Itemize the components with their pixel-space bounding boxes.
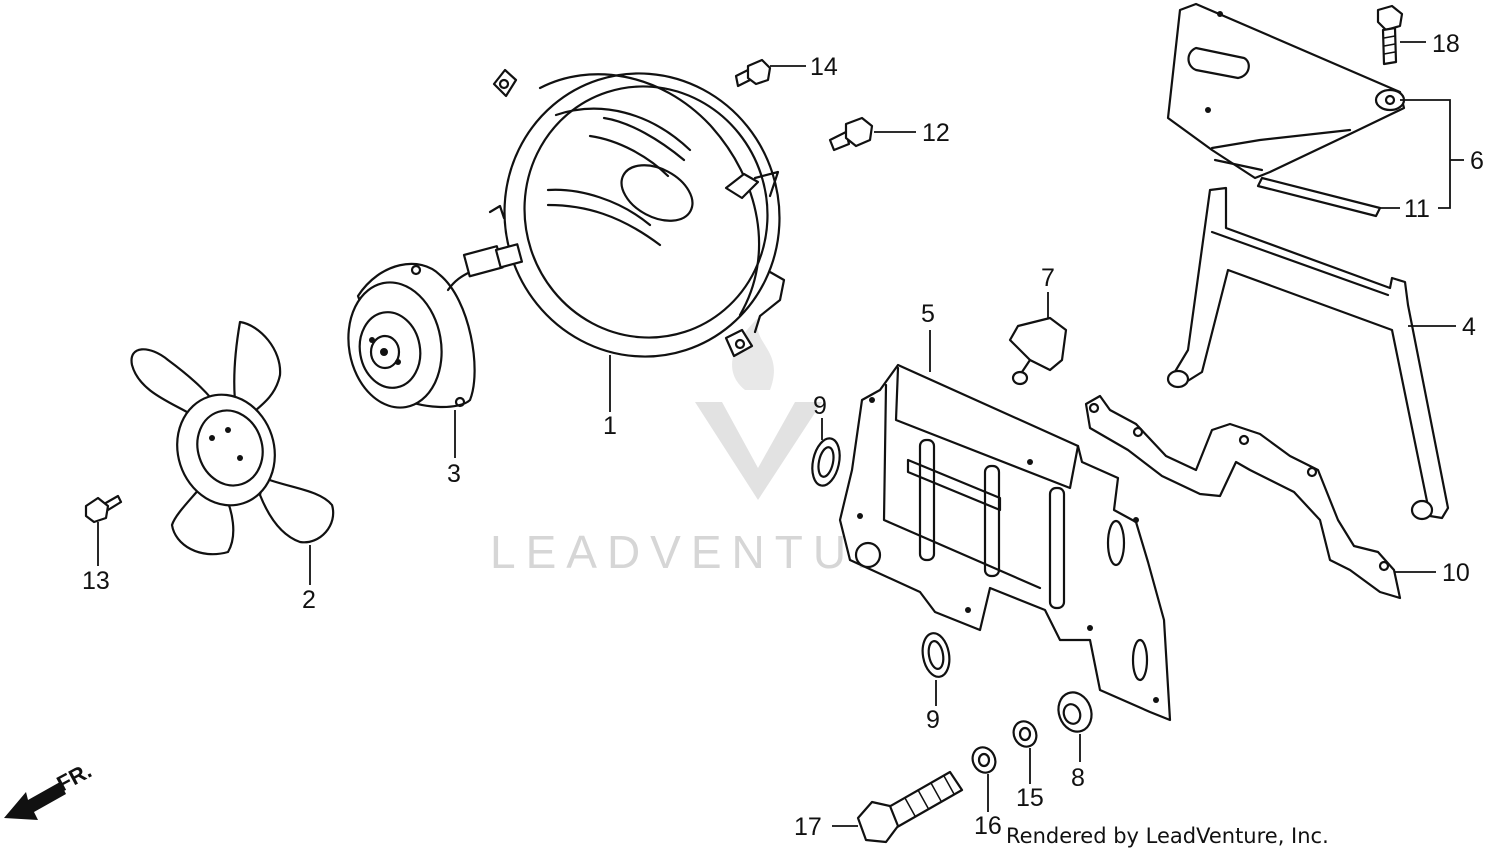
callout-8[interactable]: 8 (1071, 764, 1085, 792)
callout-18[interactable]: 18 (1432, 30, 1460, 58)
part-seal[interactable] (1084, 394, 1402, 600)
callout-16[interactable]: 16 (974, 812, 1002, 840)
callout-10[interactable]: 10 (1442, 559, 1470, 587)
callout-2[interactable]: 2 (302, 586, 316, 614)
part-grommet-lower[interactable] (919, 631, 952, 679)
part-long-bolt[interactable] (856, 770, 964, 844)
part-clip[interactable] (1008, 316, 1068, 386)
part-bolt-13[interactable] (84, 494, 123, 524)
callout-11[interactable]: 11 (1404, 195, 1430, 223)
callout-9-lower[interactable]: 9 (926, 706, 940, 734)
part-cover[interactable] (1166, 2, 1406, 180)
part-bolt-18[interactable] (1376, 4, 1404, 66)
arrow-icon (4, 782, 66, 820)
callouts: 1 2 3 4 5 6 7 8 9 9 10 11 12 13 14 15 16… (82, 30, 1484, 841)
callout-6[interactable]: 6 (1470, 147, 1484, 175)
watermark-logo-icon (695, 402, 822, 500)
front-direction-arrow: FR. (4, 758, 96, 820)
callout-7[interactable]: 7 (1041, 264, 1055, 292)
footer-credit: Rendered by LeadVenture, Inc. (1006, 824, 1329, 848)
callout-9-upper[interactable]: 9 (813, 392, 827, 420)
callout-4[interactable]: 4 (1462, 313, 1476, 341)
callout-leaders (97, 41, 1464, 827)
part-strip[interactable] (1256, 176, 1382, 218)
part-bracket[interactable] (1166, 186, 1450, 521)
part-washer-15[interactable] (1010, 718, 1041, 751)
callout-5[interactable]: 5 (921, 300, 935, 328)
part-fan-motor[interactable] (339, 243, 524, 415)
callout-13[interactable]: 13 (82, 567, 110, 595)
callout-14[interactable]: 14 (810, 53, 838, 81)
part-fan-blade[interactable] (130, 320, 335, 556)
callout-12[interactable]: 12 (922, 119, 950, 147)
callout-1[interactable]: 1 (603, 412, 617, 440)
part-fan-shroud[interactable] (468, 38, 816, 393)
callout-17[interactable]: 17 (794, 813, 822, 841)
part-rubber-mount[interactable] (1053, 688, 1097, 737)
part-bolt-12[interactable] (828, 116, 874, 152)
watermark-flame-icon (732, 318, 774, 390)
part-panel[interactable] (838, 363, 1172, 722)
callout-15[interactable]: 15 (1016, 784, 1044, 812)
part-bolt-14[interactable] (734, 58, 772, 88)
part-washer-16[interactable] (969, 744, 1000, 777)
part-grommet-upper[interactable] (808, 436, 843, 488)
callout-3[interactable]: 3 (447, 460, 461, 488)
